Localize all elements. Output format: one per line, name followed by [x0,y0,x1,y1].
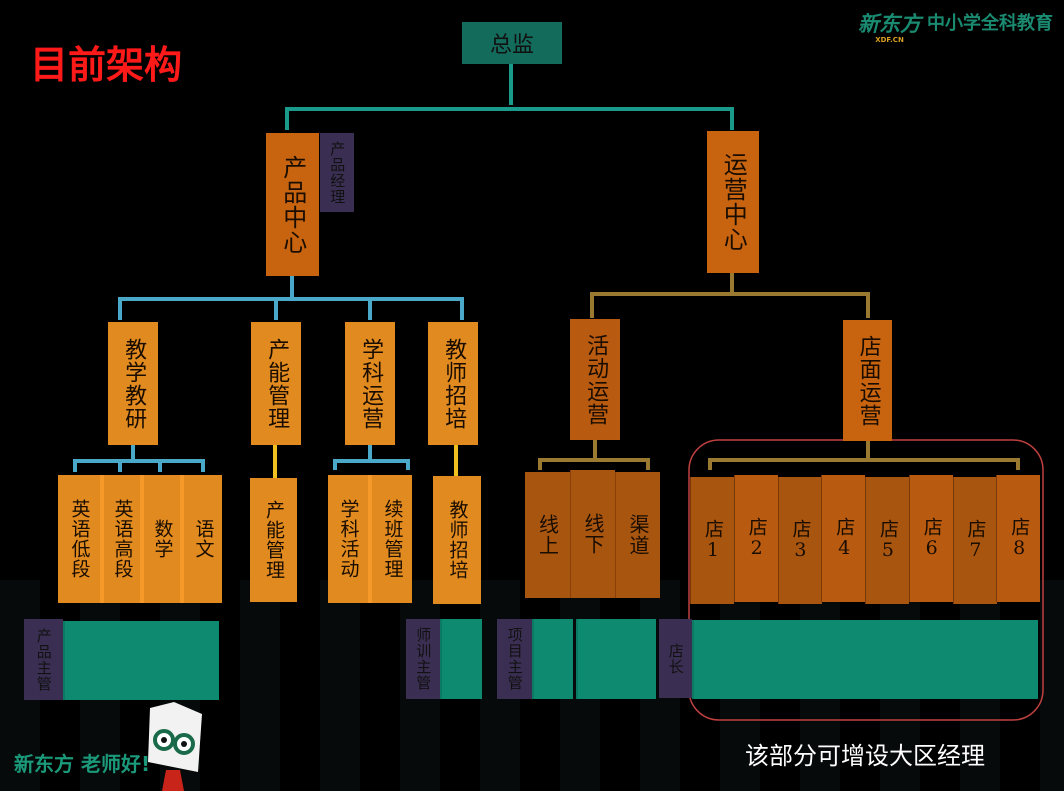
node-subject-ops: 学科运营 [345,322,395,445]
leaf-teaching: 数学 [140,475,180,603]
page-title: 目前架构 [30,43,183,87]
node-product-center: 产品中心 [266,133,319,276]
leaf-store: 店8 [996,475,1041,602]
leaf-store: 店1 [690,477,734,604]
tagline: 中小学全科教育 [927,13,1053,34]
node-teaching: 教学教研 [108,322,158,445]
node-capacity: 产能管理 [251,322,301,445]
node-store-ops: 店面运营 [843,320,892,441]
supervisor-product: 产品主管 [24,619,63,700]
leaf-teacher-recruit: 教师招培 [433,476,481,604]
leaf-store: 店4 [821,475,866,602]
leaf-activity: 渠道 [615,472,660,598]
supervisor-project: 项目主管 [497,619,532,699]
leaf-store: 店5 [865,477,909,604]
teal-block [63,621,219,700]
leaf-activity: 线上 [525,472,570,598]
root-director: 总监 [462,22,562,64]
teal-block [576,619,656,699]
leaf-store: 店3 [777,477,822,604]
note-text: 该部分可增设大区经理 [745,742,985,770]
node-product-manager: 产品经理 [320,133,354,212]
leaf-store: 店2 [733,475,778,602]
supervisor-training: 师训主管 [406,619,440,699]
teal-block [532,619,573,699]
leaf-capacity: 产能管理 [250,478,297,602]
logo-mark: 新东方 XDF.CN [858,12,921,44]
leaf-activity: 线下 [570,470,615,598]
brand-logo: 新东方 XDF.CN 中小学全科教育 [858,12,1053,44]
node-teacher-recruit: 教师招培 [428,322,478,445]
leaf-teaching: 英语低段 [58,475,100,603]
leaf-subject-ops: 学科活动 [328,475,368,603]
node-activity-ops: 活动运营 [570,319,620,440]
logo-sub: XDF.CN [875,36,904,44]
logo-text: 新东方 [858,12,921,36]
leaf-teaching: 语文 [180,475,222,603]
node-operations-center: 运营中心 [707,131,759,273]
leaf-subject-ops: 续班管理 [368,475,412,603]
leaf-store: 店7 [952,477,997,604]
leaf-teaching: 英语高段 [100,475,140,603]
supervisor-store: 店长 [659,619,692,698]
teal-block [440,619,482,699]
leaf-store: 店6 [908,475,953,602]
slogan: 新东方 老师好! [14,752,151,776]
teal-block [692,620,1038,699]
mascot-book-icon [148,702,202,791]
